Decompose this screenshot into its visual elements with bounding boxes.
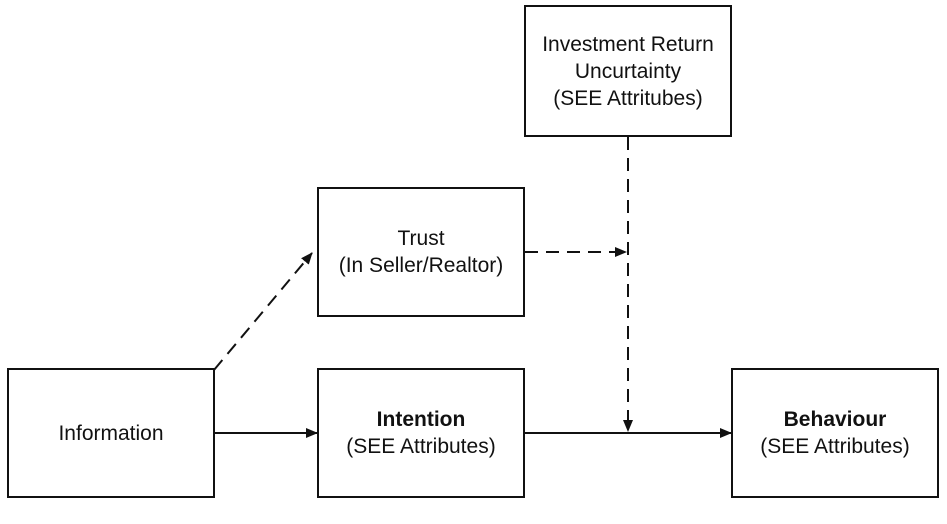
intention-box: Intention (SEE Attributes): [317, 368, 525, 498]
investment-line-2: Uncurtainty: [574, 59, 682, 83]
behaviour-box: Behaviour (SEE Attributes): [731, 368, 939, 498]
trust-line-1: Trust: [397, 227, 445, 250]
investment-line-3: (SEE Attritubes): [553, 86, 703, 110]
intention-subtitle: (SEE Attributes): [346, 435, 496, 458]
information-box: Information: [7, 368, 215, 498]
edge-information-to-trust: [213, 252, 313, 371]
behaviour-title: Behaviour: [783, 408, 887, 431]
intention-title: Intention: [376, 408, 466, 431]
investment-return-box: Investment Return Uncurtainty (SEE Attri…: [524, 5, 732, 137]
information-label: Information: [58, 421, 164, 445]
investment-line-1: Investment Return: [542, 32, 714, 56]
behaviour-subtitle: (SEE Attributes): [760, 435, 910, 458]
trust-box: Trust (In Seller/Realtor): [317, 187, 525, 317]
trust-line-2: (In Seller/Realtor): [338, 254, 504, 277]
